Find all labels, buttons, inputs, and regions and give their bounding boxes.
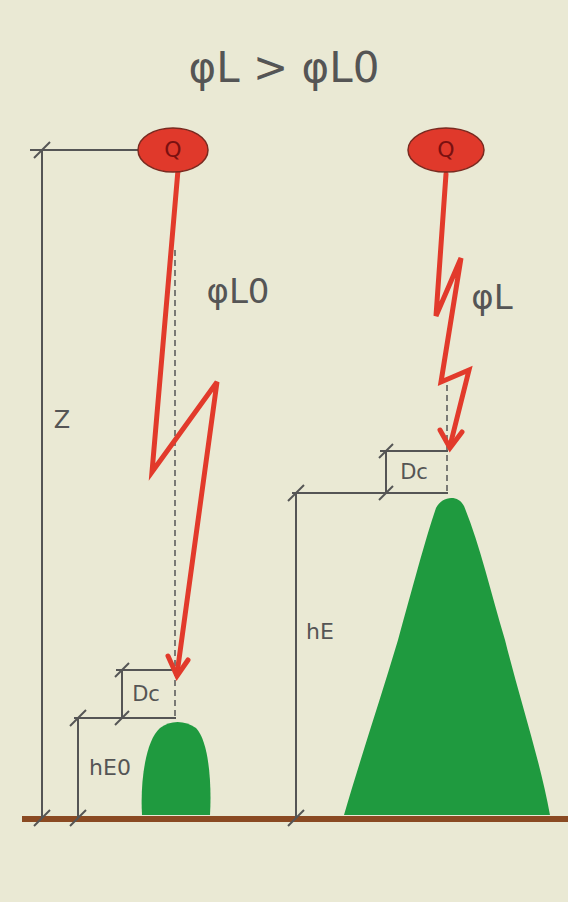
charge-ellipse: Q — [406, 126, 486, 174]
lightning-bolt — [436, 174, 469, 448]
dimension-label: Dc — [400, 461, 428, 484]
he0-dimension — [70, 710, 176, 826]
dc-dimension — [115, 663, 176, 725]
dimension-label: Dc — [132, 683, 160, 706]
z-dimension — [30, 142, 138, 826]
charge-label: Q — [437, 139, 454, 161]
dimension-label: Z — [54, 407, 70, 433]
large-tree — [344, 498, 550, 815]
axis-dashed — [174, 250, 176, 720]
charge-ellipse-shape — [138, 128, 208, 172]
lightning-bolt — [152, 170, 217, 676]
dimension-label: hE0 — [89, 756, 131, 780]
small-tree — [142, 722, 211, 815]
title: φL > φL0 — [189, 45, 380, 91]
charge-ellipse: Q — [136, 126, 210, 174]
dc-dimension — [379, 444, 448, 500]
he-dimension — [288, 485, 448, 826]
charge-label: Q — [164, 139, 181, 161]
charge-ellipse-shape — [408, 128, 484, 172]
flux-label: φL0 — [206, 273, 269, 310]
flux-label: φL — [471, 279, 512, 316]
dimension-label: hE — [306, 620, 334, 644]
